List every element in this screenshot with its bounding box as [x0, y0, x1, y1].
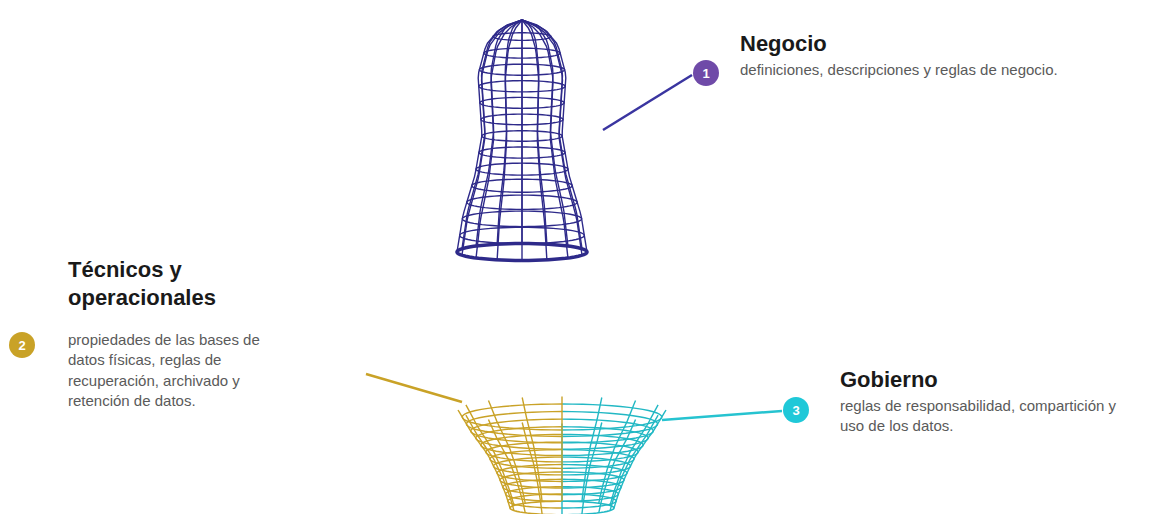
callout-heading: Gobierno [840, 366, 1140, 394]
callout-circle: 3 [783, 397, 809, 423]
bottom-doll-wireframe [458, 396, 666, 514]
callout-description: definiciones, descripciones y reglas de … [740, 60, 1060, 80]
leader-line [366, 374, 462, 402]
callout-number: 3 [792, 404, 799, 417]
callout-number: 1 [702, 67, 709, 80]
callout-heading: Negocio [740, 30, 1060, 58]
callout-description: propiedades de las bases de datos física… [68, 330, 298, 411]
top-doll-wireframe [457, 20, 587, 260]
callout-heading: Técnicos y operacionales [68, 256, 298, 311]
callout-number: 2 [18, 339, 25, 352]
callout-description: reglas de responsabilidad, compartición … [840, 396, 1140, 437]
callout-circle: 1 [693, 60, 719, 86]
leader-line [662, 411, 782, 420]
callout-circle: 2 [9, 332, 35, 358]
leader-line [603, 75, 692, 130]
